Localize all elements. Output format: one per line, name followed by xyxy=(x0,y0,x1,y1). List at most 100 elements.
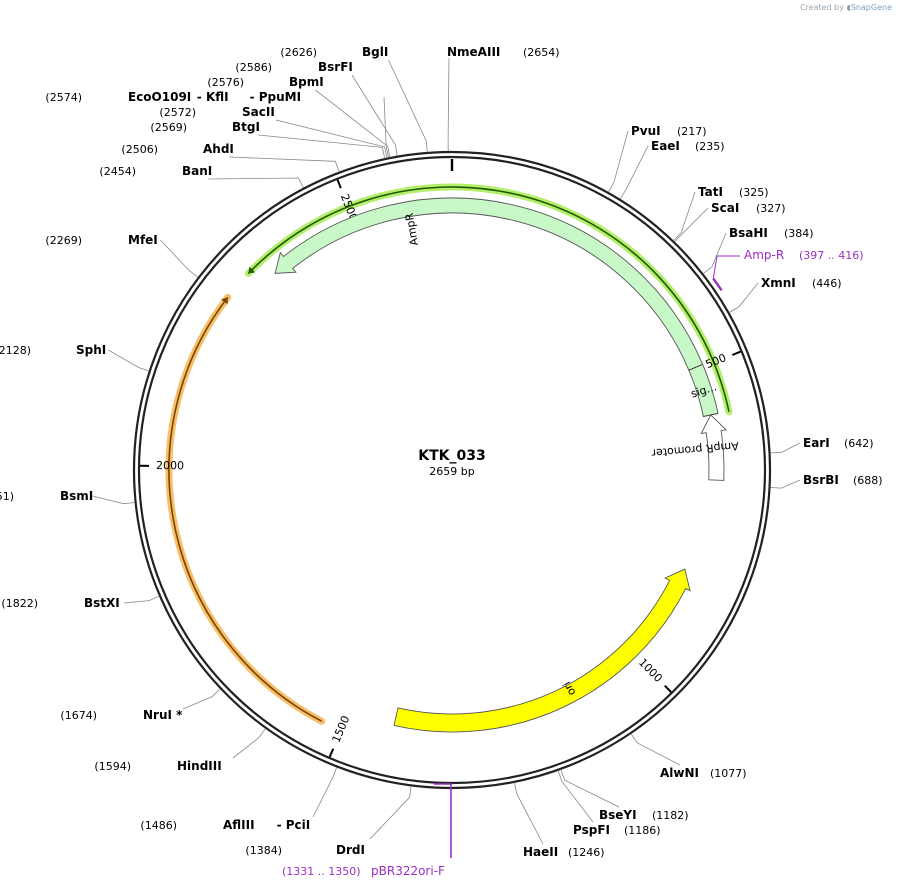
enzyme-name[interactable]: DrdI xyxy=(336,843,365,857)
enzyme-leader xyxy=(608,130,629,193)
enzyme-position: (1822) xyxy=(1,597,38,610)
enzyme-position: (384) xyxy=(784,227,814,240)
enzyme-leader xyxy=(514,782,544,845)
enzyme-position: (1182) xyxy=(652,809,689,822)
orf-arrowhead xyxy=(221,297,228,305)
enzyme-leader xyxy=(630,733,681,766)
enzyme-leader xyxy=(275,119,388,158)
primer-layer: Amp-R (397 .. 416) (1331 .. 1350) pBR322ori… xyxy=(282,248,864,878)
enzyme-leader xyxy=(619,145,649,200)
enzyme-name[interactable]: AhdI xyxy=(203,142,234,156)
enzyme-name[interactable]: AlwNI xyxy=(660,766,699,780)
snapgene-credit: Created by ◖SnapGene xyxy=(799,3,892,12)
enzyme-name[interactable]: XmnI xyxy=(761,276,796,290)
enzyme-leader xyxy=(770,479,801,489)
enzyme-name[interactable]: EcoO109I xyxy=(128,90,191,104)
enzyme-name[interactable]: - PciI xyxy=(277,818,311,832)
enzyme-position: (1594) xyxy=(94,760,131,773)
enzyme-name[interactable]: - KflI xyxy=(197,90,229,104)
enzyme-name[interactable]: BglI xyxy=(362,45,388,59)
plasmid-size: 2659 bp xyxy=(429,465,474,478)
enzyme-leader xyxy=(351,74,398,156)
primer-name[interactable]: pBR322ori-F xyxy=(371,864,445,878)
primer-mark xyxy=(712,277,723,292)
enzyme-name[interactable]: AflIII xyxy=(223,818,255,832)
signal-separator xyxy=(688,363,703,371)
tick-label: 1000 xyxy=(636,656,665,685)
enzyme-position: (2569) xyxy=(150,121,187,134)
enzyme-leader xyxy=(108,349,149,372)
tick-mark xyxy=(664,685,672,693)
enzyme-name[interactable]: BpmI xyxy=(289,75,324,89)
enzyme-name[interactable]: BtgI xyxy=(232,120,260,134)
enzyme-position: (1077) xyxy=(710,767,747,780)
enzyme-name[interactable]: NmeAIII xyxy=(447,45,500,59)
tick-label: 1500 xyxy=(330,714,353,745)
enzyme-position: (1674) xyxy=(60,709,97,722)
ampr-feature xyxy=(274,197,704,371)
primer-name[interactable]: Amp-R xyxy=(744,248,784,262)
enzyme-leader xyxy=(123,595,160,604)
enzyme-name[interactable]: EarI xyxy=(803,436,830,450)
enzyme-name[interactable]: SacII xyxy=(242,105,275,119)
enzyme-name[interactable]: PvuI xyxy=(631,124,661,138)
enzyme-name[interactable]: SphI xyxy=(76,343,106,357)
enzyme-leader xyxy=(92,495,135,505)
enzyme-name[interactable]: HaeII xyxy=(523,845,558,859)
enzyme-leader xyxy=(447,57,450,152)
enzyme-name[interactable]: TatI xyxy=(698,185,723,199)
feature-label: AmpR xyxy=(403,212,421,247)
orf-glow xyxy=(165,293,326,725)
plasmid-name: KTK_033 xyxy=(418,448,485,464)
orf-line xyxy=(168,296,323,722)
tick-label: 2000 xyxy=(156,459,184,472)
ori-feature xyxy=(393,568,691,733)
enzyme-leader xyxy=(703,232,727,274)
signal-separator xyxy=(703,412,719,417)
enzyme-position: (2586) xyxy=(235,61,272,74)
enzyme-position: (2654) xyxy=(523,46,560,59)
enzyme-leader xyxy=(557,770,594,823)
enzyme-name[interactable]: NruI * xyxy=(143,708,183,722)
enzyme-position: (2454) xyxy=(99,165,136,178)
enzyme-name[interactable]: BsaHI xyxy=(729,226,768,240)
primer-range: (397 .. 416) xyxy=(799,249,864,262)
enzyme-position: (1384) xyxy=(245,844,282,857)
enzyme-leader xyxy=(729,282,759,313)
enzyme-position: (2572) xyxy=(159,106,196,119)
enzyme-leader xyxy=(229,156,340,172)
enzyme-name[interactable]: MfeI xyxy=(128,233,158,247)
tick-mark xyxy=(336,179,342,189)
primer-leader xyxy=(434,783,452,858)
enzyme-leader xyxy=(315,89,391,158)
enzyme-name[interactable]: ScaI xyxy=(711,201,739,215)
primer-range: (1331 .. 1350) xyxy=(282,865,361,878)
enzyme-position: (1951) xyxy=(0,490,14,503)
enzyme-leader xyxy=(560,769,620,808)
enzyme-name[interactable]: HindIII xyxy=(177,759,222,773)
enzyme-name[interactable]: BsrFI xyxy=(318,60,353,74)
enzyme-position: (1246) xyxy=(568,846,605,859)
enzyme-name[interactable]: BseYI xyxy=(599,808,637,822)
enzyme-position: (1186) xyxy=(624,824,661,837)
enzyme-leader xyxy=(258,134,386,159)
enzyme-leader xyxy=(182,688,221,710)
tick-mark xyxy=(328,748,335,758)
enzyme-position: (217) xyxy=(677,125,707,138)
enzyme-position: (446) xyxy=(812,277,842,290)
primer-leader xyxy=(712,255,740,279)
enzyme-name[interactable]: EaeI xyxy=(651,139,680,153)
backbone xyxy=(132,150,772,790)
enzyme-leader xyxy=(312,767,338,818)
enzyme-name[interactable]: BanI xyxy=(182,164,212,178)
enzyme-name[interactable]: - PpuMI xyxy=(250,90,302,104)
enzyme-position: (2128) xyxy=(0,344,31,357)
orf-layer xyxy=(165,183,733,725)
feature-label: ori xyxy=(560,679,578,698)
enzyme-position: (1486) xyxy=(140,819,177,832)
enzyme-name[interactable]: BsmI xyxy=(60,489,93,503)
enzyme-leader xyxy=(369,786,412,840)
enzyme-name[interactable]: PspFI xyxy=(573,823,610,837)
enzyme-name[interactable]: BsrBI xyxy=(803,473,839,487)
enzyme-name[interactable]: BstXI xyxy=(84,596,120,610)
